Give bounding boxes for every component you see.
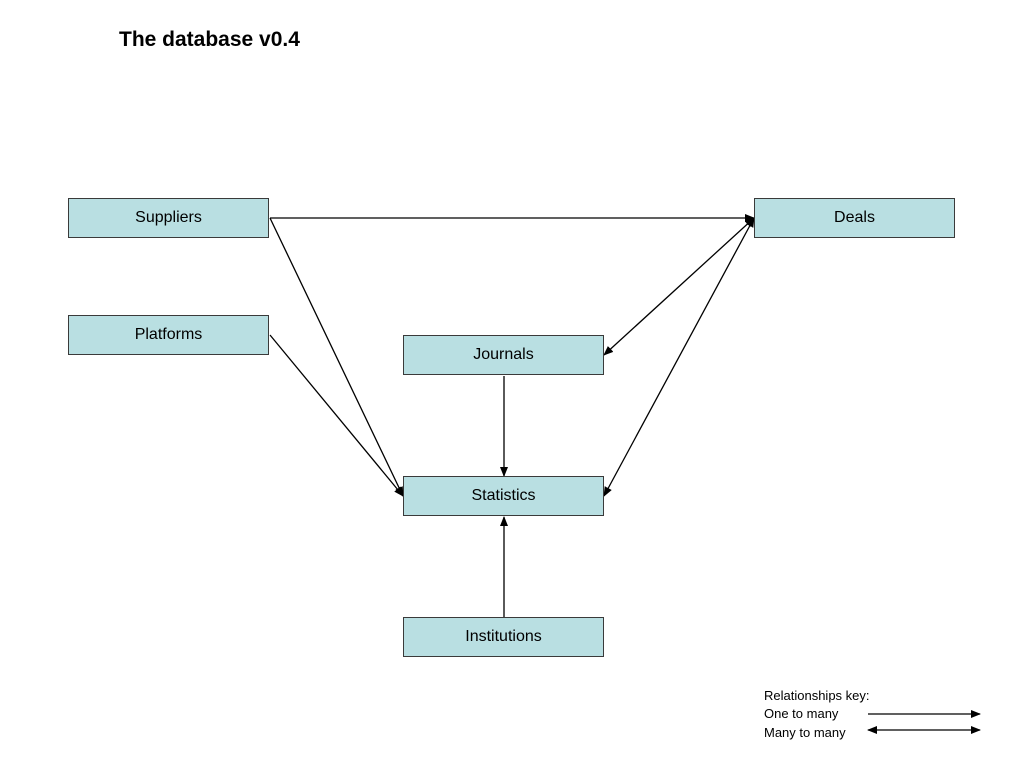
link-platforms-statistics	[269, 334, 404, 497]
key-many-to-many-label: Many to many	[764, 725, 846, 740]
link-deals-journals	[603, 217, 755, 356]
link-suppliers-statistics	[269, 217, 404, 497]
entity-statistics: Statistics	[403, 476, 604, 516]
entity-institutions: Institutions	[403, 617, 604, 657]
entity-deals: Deals	[754, 198, 955, 238]
key-one-to-many-label: One to many	[764, 706, 839, 721]
link-deals-statistics	[603, 217, 755, 497]
diagram-title: The database v0.4	[119, 28, 300, 51]
entity-platforms: Platforms	[68, 315, 269, 355]
entity-journals: Journals	[403, 335, 604, 375]
key-heading: Relationships key:	[764, 688, 870, 703]
entity-suppliers: Suppliers	[68, 198, 269, 238]
